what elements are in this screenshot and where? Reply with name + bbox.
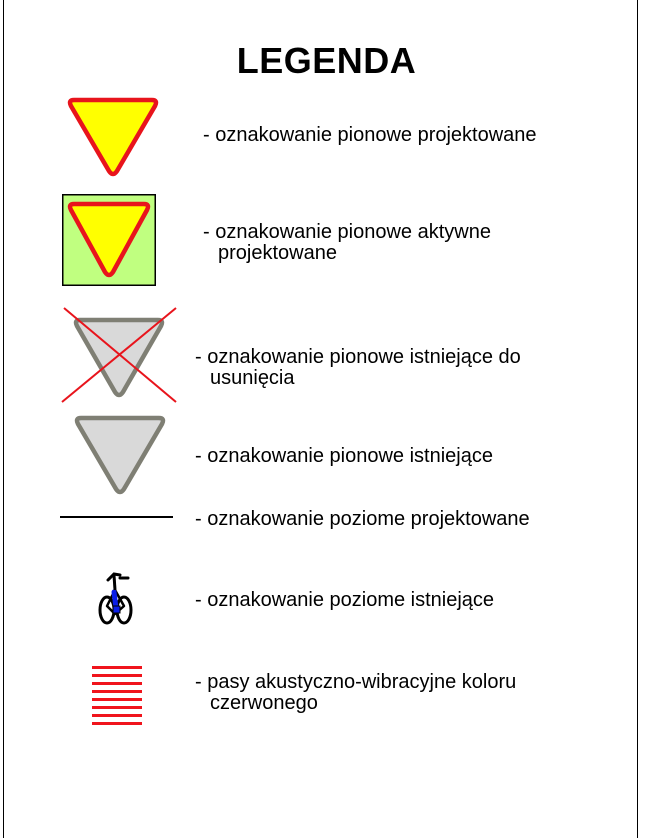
legend-label-line2: czerwonego xyxy=(210,692,318,714)
legend-label-line1: - oznakowanie poziome istniejące xyxy=(195,589,495,611)
legend-label: - oznakowanie pionowe projektowane xyxy=(203,125,537,146)
legend-label: - oznakowanie pionowe istniejące xyxy=(195,446,493,467)
legend-label-line1: - oznakowanie poziome projektowane xyxy=(195,508,530,530)
legend-label-line1: - oznakowanie pionowe projektowane xyxy=(203,124,537,146)
legend-title: LEGENDA xyxy=(236,40,417,81)
red-stripes-icon xyxy=(92,666,142,725)
page-frame xyxy=(3,0,638,838)
legend-label: - oznakowanie pionowe aktywne projektowa… xyxy=(203,222,491,264)
legend-label: - oznakowanie poziome istniejące xyxy=(195,590,494,611)
legend-label: - oznakowanie poziome projektowane xyxy=(195,509,530,530)
legend-label-line1: - oznakowanie pionowe istniejące xyxy=(195,445,493,467)
crossed-grey-yield-sign-icon xyxy=(61,307,177,403)
legend-label: - oznakowanie pionowe istniejące do usun… xyxy=(195,347,521,389)
legend-label-line1: - oznakowanie pionowe istniejące do xyxy=(195,346,521,368)
grey-yield-sign-icon xyxy=(74,415,166,495)
yield-sign-yellow-icon xyxy=(67,97,159,177)
legend-label-line2: usunięcia xyxy=(210,367,295,389)
legend-label-line1: - pasy akustyczno-wibracyjne koloru xyxy=(195,671,517,693)
legend-label: - pasy akustyczno-wibracyjne koloru czer… xyxy=(195,672,516,714)
legend-label-line1: - oznakowanie pionowe aktywne xyxy=(203,221,491,243)
legend-label-line2: projektowane xyxy=(218,242,337,264)
bicycle-icon xyxy=(98,572,133,625)
black-line-icon xyxy=(60,516,173,518)
yield-sign-on-green-field-icon xyxy=(62,194,156,286)
